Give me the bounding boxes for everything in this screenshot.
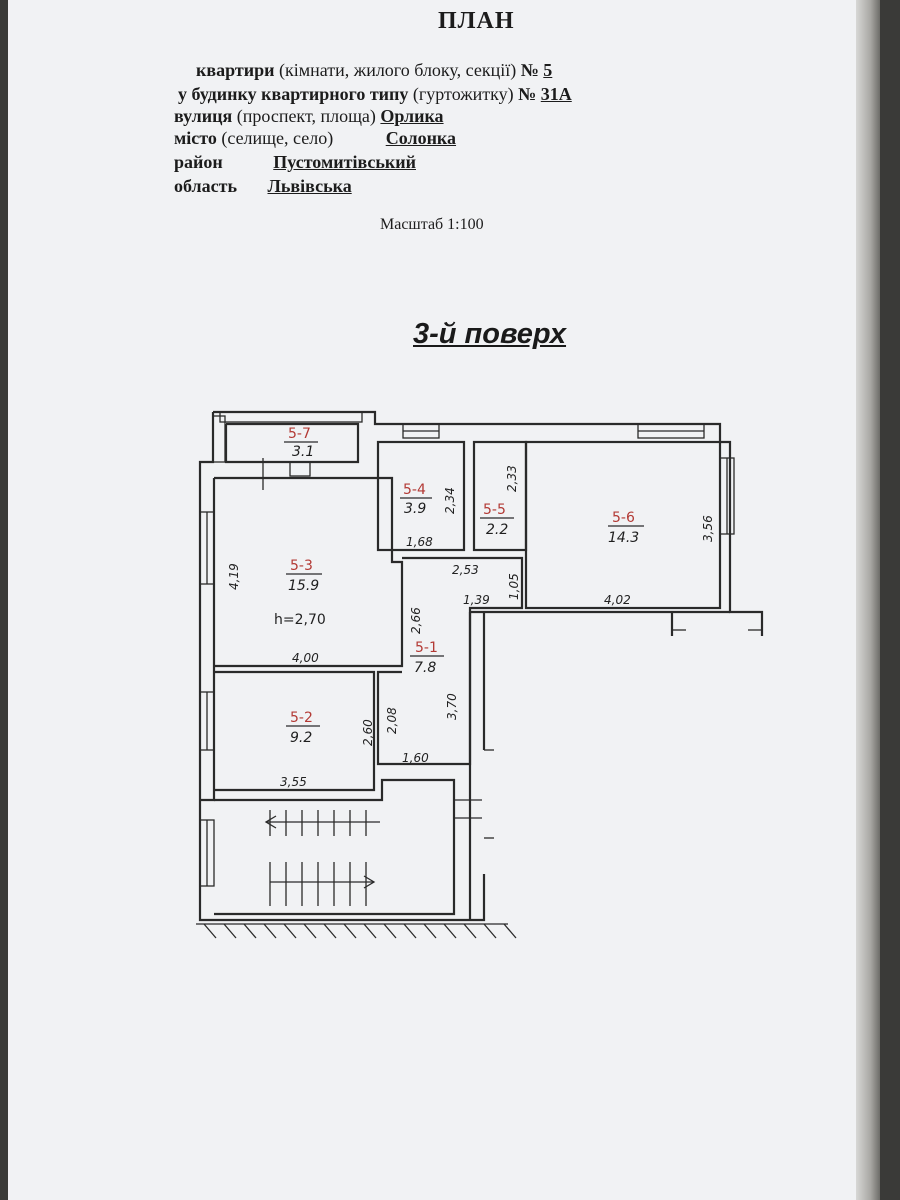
room-code-5-6: 5-6 — [612, 510, 635, 526]
hatch-stroke — [383, 923, 397, 939]
dim-corridor2-height: 2,08 — [385, 707, 399, 734]
apartment-number: 5 — [543, 60, 553, 80]
room-area-5-1: 7.8 — [414, 660, 436, 676]
room-5-4-outline — [376, 440, 466, 552]
dim-5-2-height: 2,60 — [361, 719, 375, 746]
building-number: 31А — [540, 84, 572, 104]
header-line-building: у будинку квартирного типу (гуртожитку) … — [178, 84, 572, 104]
room-code-5-5: 5-5 — [483, 502, 506, 518]
hatch-stroke — [423, 923, 437, 939]
room-walls — [214, 440, 762, 916]
dim-corridor2-width: 1,60 — [402, 751, 429, 765]
room-labels: 5-7 3.1 5-4 3.9 5-5 2.2 5-6 14.3 5-3 15.… — [274, 426, 644, 746]
header-line-region: область Львівська — [174, 176, 352, 196]
stair-arrows — [264, 815, 380, 889]
floor-plan-drawing: 5-7 3.1 5-4 3.9 5-5 2.2 5-6 14.3 5-3 15.… — [196, 410, 764, 939]
dimension-labels: 2,34 1,68 2,33 3,56 4,02 4,19 4,00 2,53 … — [227, 465, 715, 789]
dim-5-2-width: 3,55 — [280, 775, 307, 789]
stairwell-outline — [214, 778, 456, 916]
hatch-stroke — [203, 923, 217, 939]
document-sheet: ПЛАН квартири (кімнати, жилого блоку, се… — [8, 0, 880, 1200]
room-5-3-outline — [214, 476, 404, 668]
hatch-stroke — [363, 923, 377, 939]
page-edge — [856, 0, 880, 1200]
dim-5-4-width: 1,68 — [406, 535, 433, 549]
hatch-stroke — [263, 923, 277, 939]
header-line-street: вулиця (проспект, площа) Орлика — [174, 106, 444, 126]
city-name: Солонка — [385, 128, 457, 148]
dim-corridor-height: 3,70 — [445, 693, 459, 720]
hatch-stroke — [343, 923, 357, 939]
hatch-stroke — [283, 923, 297, 939]
scale-label: Масштаб 1:100 — [380, 216, 484, 233]
hatch-stroke — [443, 923, 457, 939]
room-code-5-2: 5-2 — [290, 710, 313, 726]
dim-5-4-height: 2,34 — [443, 487, 457, 514]
header-line-apartment: квартири (кімнати, жилого блоку, секції)… — [196, 60, 553, 80]
hatch-stroke — [223, 923, 237, 939]
room-code-5-3: 5-3 — [290, 558, 313, 574]
dim-hall-height-2: 1,05 — [507, 573, 521, 600]
room-area-5-4: 3.9 — [404, 501, 426, 517]
hatch-stroke — [243, 923, 257, 939]
header-line-city: місто (селище, село) Солонка — [174, 128, 457, 148]
room-5-1-outline — [376, 556, 524, 766]
hatch-stroke — [483, 923, 497, 939]
room-5-6-outline — [524, 440, 722, 610]
room-area-5-5: 2.2 — [486, 522, 508, 538]
header-line-district: район Пустомитівський — [174, 152, 416, 172]
district-name: Пустомитівський — [273, 152, 416, 172]
hatch-stroke — [403, 923, 417, 939]
dim-5-3-width: 4,00 — [292, 651, 319, 665]
region-name: Львівська — [267, 176, 352, 196]
room-code-5-4: 5-4 — [403, 482, 426, 498]
hatch-stroke — [303, 923, 317, 939]
room-area-5-3: 15.9 — [288, 578, 319, 594]
dim-5-5-height: 2,33 — [505, 465, 519, 492]
room-5-2-outline — [214, 670, 376, 792]
room-area-5-2: 9.2 — [290, 730, 312, 746]
dim-5-6-height: 3,56 — [701, 515, 715, 542]
room-area-5-6: 14.3 — [608, 530, 639, 546]
hatch-stroke — [503, 923, 517, 939]
room-code-5-7: 5-7 — [288, 426, 311, 442]
dim-5-3-height: 4,19 — [227, 563, 241, 590]
dim-hall-width-2: 1,39 — [463, 593, 490, 607]
dim-hall-height: 2,66 — [409, 607, 423, 634]
dim-5-6-width: 4,02 — [604, 593, 631, 607]
dim-hall-width: 2,53 — [452, 563, 479, 577]
plan-header: ПЛАН квартири (кімнати, жилого блоку, се… — [8, 0, 880, 260]
plan-title: ПЛАН — [438, 8, 515, 34]
windows — [199, 411, 735, 887]
street-name: Орлика — [380, 106, 444, 126]
ground-hatch — [196, 923, 517, 939]
room-area-5-7: 3.1 — [292, 444, 314, 460]
room-code-5-1: 5-1 — [415, 640, 438, 656]
hatch-stroke — [323, 923, 337, 939]
stair-treads — [269, 810, 367, 906]
hatch-stroke — [463, 923, 477, 939]
ceiling-height-label: h=2,70 — [274, 612, 326, 628]
